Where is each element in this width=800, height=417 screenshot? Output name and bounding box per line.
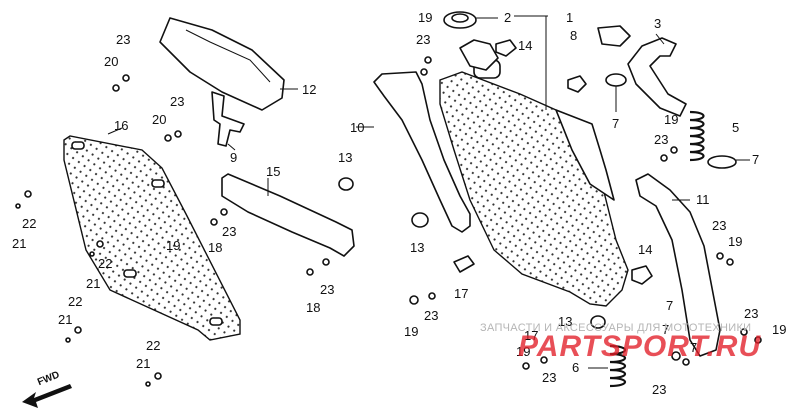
lower-pipe-part (635, 173, 721, 357)
callout-23-a: 23 (116, 32, 130, 47)
callout-23-j: 23 (542, 370, 556, 385)
grommet-part-b (411, 212, 429, 228)
callout-23-i: 23 (744, 306, 758, 321)
callout-7-a: 7 (612, 116, 619, 131)
callout-23-e: 23 (712, 218, 726, 233)
callout-14-a: 14 (518, 38, 532, 53)
callout-23-c: 23 (416, 32, 430, 47)
side-grille-panel-part (63, 127, 241, 341)
callout-5: 5 (732, 120, 739, 135)
callout-9: 9 (230, 150, 237, 165)
callout-22-b: 22 (98, 256, 112, 271)
radiator-cap-part (443, 11, 498, 29)
callout-6: 6 (572, 360, 579, 375)
callout-22-d: 22 (146, 338, 160, 353)
callout-15: 15 (266, 164, 280, 179)
radiator-core-part (439, 15, 629, 307)
callout-17-a: 17 (454, 286, 468, 301)
callout-23-b: 23 (170, 94, 184, 109)
seal-part (597, 25, 631, 47)
callout-19-a: 19 (418, 10, 432, 25)
grommet-part-c (590, 315, 606, 329)
fastener-parts (15, 56, 762, 387)
callout-21-a: 21 (12, 236, 26, 251)
callout-19-d: 19 (404, 324, 418, 339)
callout-23-k: 23 (652, 382, 666, 397)
callout-19-c: 19 (728, 234, 742, 249)
upper-shroud-part (159, 17, 298, 111)
callout-19-e: 19 (516, 344, 530, 359)
bushing-part-right (567, 75, 587, 93)
callout-18-b: 18 (306, 300, 320, 315)
callout-11: 11 (696, 192, 710, 207)
lower-bracket-plate-part (221, 173, 355, 257)
bushing-part-lower (631, 265, 653, 285)
bracket-part (211, 91, 245, 151)
callout-19-b: 19 (664, 112, 678, 127)
callout-21-d: 21 (136, 356, 150, 371)
callout-21-c: 21 (58, 312, 72, 327)
callout-18-a: 18 (208, 240, 222, 255)
callout-23-f: 23 (222, 224, 236, 239)
grommet-part-a (338, 177, 354, 191)
hose-clamp-right (707, 155, 750, 169)
callout-14-b: 14 (638, 242, 652, 257)
callout-7-d: 7 (662, 322, 669, 337)
forward-arrow-icon (22, 384, 72, 408)
callout-17-b: 17 (524, 328, 538, 343)
callout-10: 10 (350, 120, 364, 135)
callout-7-e: 7 (690, 340, 697, 355)
callout-13-c: 13 (558, 314, 572, 329)
radiator-shroud-part (356, 71, 471, 233)
callout-8: 8 (570, 28, 577, 43)
spring-part-lower (588, 344, 627, 388)
spring-part-upper (689, 110, 705, 162)
watermark-tagline: ЗАПЧАСТИ И АКСЕССУАРЫ ДЛЯ МОТОТЕХНИКИ (480, 322, 752, 334)
watermark-logo: PARTSPORT.RU (518, 330, 762, 363)
callout-19-f: 19 (772, 322, 786, 337)
callout-2: 2 (504, 10, 511, 25)
callout-12: 12 (302, 82, 316, 97)
callout-20-a: 20 (104, 54, 118, 69)
callout-labels: 1 2 3 5 6 7 7 7 7 7 8 9 10 11 12 13 13 1… (12, 10, 786, 397)
callout-1: 1 (566, 10, 573, 25)
hose-clamp-upper (605, 73, 627, 112)
callout-3: 3 (654, 16, 661, 31)
bushing-part-upper (495, 39, 517, 57)
callout-19-g: 19 (166, 238, 180, 253)
callout-23-g: 23 (320, 282, 334, 297)
callout-21-b: 21 (86, 276, 100, 291)
callout-7-b: 7 (752, 152, 759, 167)
callout-20-b: 20 (152, 112, 166, 127)
callout-13-b: 13 (410, 240, 424, 255)
callout-23-h: 23 (424, 308, 438, 323)
clip-part (453, 255, 475, 273)
callout-13-a: 13 (338, 150, 352, 165)
callout-22-a: 22 (22, 216, 36, 231)
upper-hose-part (627, 33, 687, 117)
callout-16: 16 (114, 118, 128, 133)
callout-7-c: 7 (666, 298, 673, 313)
callout-23-d: 23 (654, 132, 668, 147)
callout-22-c: 22 (68, 294, 82, 309)
